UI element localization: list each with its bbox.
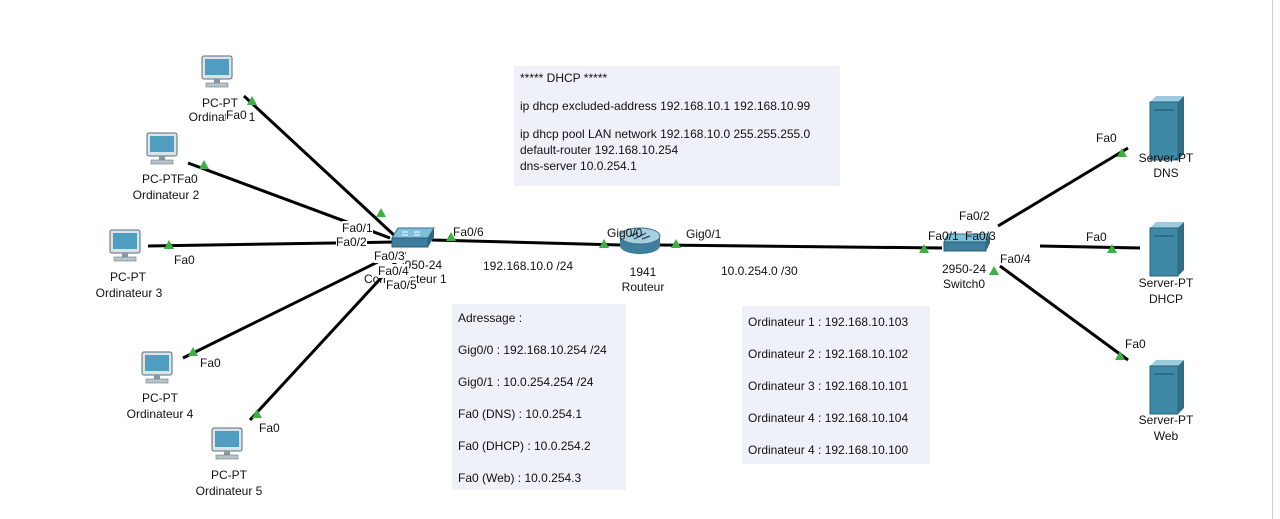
note-line: ip dhcp pool LAN network 192.168.10.0 25… [520,127,811,141]
port-up-icon [1107,244,1117,253]
pc5-port: Fa0 [259,421,280,435]
links [147,94,1141,422]
port-indicators [164,96,1127,418]
port-up-icon [1115,351,1125,360]
port-up-icon [188,347,198,356]
web-name: Web [1153,429,1179,443]
lan-network-label: 192.168.10.0 /24 [483,259,574,273]
link-switch0-web[interactable] [999,264,1129,362]
note-line: ***** DHCP ***** [520,71,608,85]
switch0-model: 2950-24 [941,262,987,276]
pc-icon[interactable] [146,132,178,165]
port-up-icon [252,409,262,418]
pc2-name: Ordinateur 2 [132,188,200,202]
link-switch0-dns[interactable] [997,146,1129,228]
note-line: Ordinateur 1 : 192.168.10.103 [748,315,909,329]
switch-icon[interactable] [391,227,435,248]
link-pc5-switch1[interactable] [248,250,407,422]
server-icon[interactable] [1149,360,1184,415]
pc1-model: PC-PT [202,96,238,110]
note-line: ip dhcp excluded-address 192.168.10.1 19… [520,99,811,113]
link-pc4-switch1[interactable] [182,248,403,360]
window-edge [1272,0,1273,519]
note-line: Ordinateur 2 : 192.168.10.102 [748,347,909,361]
switch1-port-fa0-1: Fa0/1 [342,221,373,235]
switch1-port-fa0-2: Fa0/2 [336,235,367,249]
router-port-gig0-1: Gig0/1 [686,227,722,241]
port-up-icon [199,160,209,169]
port-up-icon [376,208,386,217]
pc-icon[interactable] [211,427,243,460]
dns-name: DNS [1153,166,1179,180]
router-name: Routeur [621,280,665,294]
switch0-port-fa0-3: Fa0/3 [965,229,996,243]
dns-port: Fa0 [1096,131,1117,145]
pc3-name: Ordinateur 3 [95,286,163,300]
pc5-name: Ordinateur 5 [195,484,263,498]
pc-icon[interactable] [201,55,233,88]
dhcp-port: Fa0 [1086,230,1107,244]
port-up-icon [599,239,609,248]
link-switch1-router[interactable] [431,238,621,247]
pc2-port: Fa0 [177,172,198,186]
pc1-port: Fa0 [226,108,247,122]
switch0-port-fa0-4: Fa0/4 [1000,252,1031,266]
pc4-name: Ordinateur 4 [126,407,194,421]
pc-addresses-note: Ordinateur 1 : 192.168.10.103 Ordinateur… [742,306,930,464]
port-up-icon [247,96,257,105]
addressing-note: Adressage : Gig0/0 : 192.168.10.254 /24 … [452,304,626,490]
note-line: Adressage : [458,311,523,325]
pc4-port: Fa0 [200,356,221,370]
server-icon[interactable] [1149,222,1184,277]
dhcp-model: Server-PT [1138,276,1194,290]
pc4-model: PC-PT [142,391,178,405]
port-up-icon [671,239,681,248]
pc-icon[interactable] [141,351,173,384]
pc5-model: PC-PT [211,468,247,482]
dhcp-name: DHCP [1148,292,1184,306]
switch1-port-fa0-5: Fa0/5 [386,278,417,292]
switch1-port-fa0-3: Fa0/3 [374,249,405,263]
switch1-port-fa0-6: Fa0/6 [453,225,484,239]
link-router-switch0[interactable] [659,243,943,250]
note-line: default-router 192.168.10.254 [520,143,679,157]
port-up-icon [989,266,999,275]
note-line: Fa0 (DNS) : 10.0.254.1 [458,407,583,421]
pc-icon[interactable] [109,229,141,262]
dns-model: Server-PT [1138,151,1194,165]
router-model: 1941 [629,265,657,279]
note-line: Ordinateur 4 : 192.168.10.100 [748,443,909,457]
switch0-port-fa0-1: Fa0/1 [928,229,959,243]
switch0-port-fa0-2: Fa0/2 [959,209,990,223]
note-line: Gig0/1 : 10.0.254.254 /24 [458,375,594,389]
router-port-gig0-0: Gig0/0 [607,226,643,240]
wan-network-label: 10.0.254.0 /30 [721,264,798,278]
pc3-model: PC-PT [110,270,146,284]
note-line: Ordinateur 3 : 192.168.10.101 [748,379,909,393]
switch0-name: Switch0 [942,277,986,291]
note-line: Ordinateur 4 : 192.168.10.104 [748,411,909,425]
note-line: dns-server 10.0.254.1 [520,159,637,173]
port-up-icon [164,240,174,249]
note-line: Fa0 (DHCP) : 10.0.254.2 [458,439,591,453]
note-line: Fa0 (Web) : 10.0.254.3 [458,471,582,485]
switch-icon[interactable] [943,233,991,252]
pc2-model: PC-PT [142,172,178,186]
switch1-model: 2950-24 [398,258,443,272]
server-icon[interactable] [1149,96,1184,161]
link-switch0-dhcp[interactable] [1039,244,1141,250]
web-model: Server-PT [1138,413,1194,427]
switch1-port-fa0-4: Fa0/4 [378,264,409,278]
port-up-icon [1117,148,1127,157]
note-line: Gig0/0 : 192.168.10.254 /24 [458,343,607,357]
router-icon[interactable] [619,227,661,254]
pc3-port: Fa0 [174,253,195,267]
link-pc1-switch1[interactable] [242,94,397,238]
port-up-icon [446,232,456,241]
dhcp-config-note: ***** DHCP ***** ip dhcp excluded-addres… [514,66,840,186]
port-up-icon [919,244,929,253]
web-port: Fa0 [1125,337,1146,351]
